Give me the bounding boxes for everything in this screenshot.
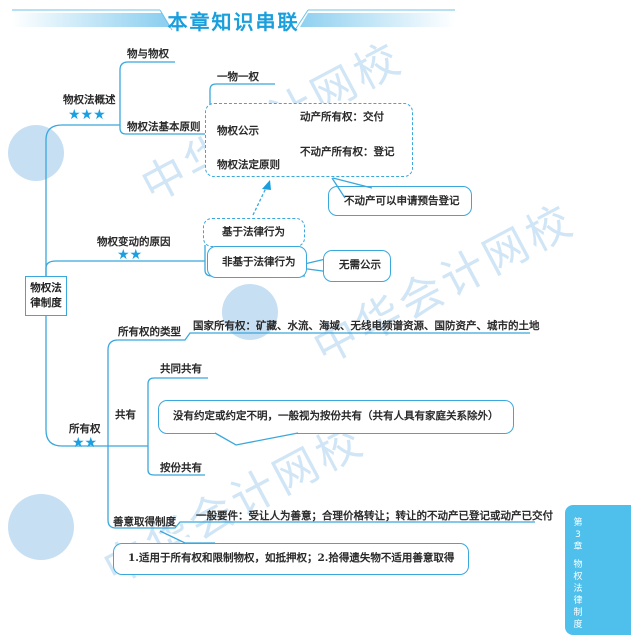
tab-char: 3 (575, 530, 581, 540)
callout-no-publicity-text: 无需公示 (339, 259, 381, 271)
chapter-tab: 第 3 章 物 权 法 律 制 度 (565, 505, 631, 635)
node-co-ownership: 共有 (115, 409, 136, 421)
watermark-logo-icon (222, 284, 278, 340)
page-title: 本章知识串联 (167, 10, 300, 34)
callout-good-faith (113, 543, 469, 575)
root-label-line1: 物权法 (30, 282, 62, 294)
node-legal-act: 基于法律行为 (222, 226, 285, 238)
node-share-ownership: 按份共有 (160, 462, 202, 474)
node-thing-and-right: 物与物权 (127, 48, 169, 60)
importance-stars: ★★★ (68, 107, 106, 123)
callout-preregistration (328, 186, 472, 216)
non-legal-act-box (207, 246, 307, 278)
watermark-logo-icon (8, 494, 74, 560)
tab-char: 第 (573, 518, 583, 528)
node-movable: 动产所有权：交付 (300, 111, 384, 123)
watermark-logo-icon (8, 125, 64, 181)
node-one-thing-one-right: 一物一权 (217, 71, 259, 83)
node-overview: 物权法概述 (63, 94, 116, 106)
tab-char: 度 (573, 620, 583, 630)
good-faith-value: 一般要件：受让人为善意；合理价格转让；转让的不动产已登记或动产已交付 (196, 510, 553, 522)
node-change-causes: 物权变动的原因 (97, 236, 171, 248)
node-publicity: 物权公示 (217, 125, 259, 137)
callout-good-faith-text: 1.适用于所有权和限制物权，如抵押权；2.拾得遗失物不适用善意取得 (128, 552, 455, 564)
tab-char: 权 (573, 572, 583, 582)
node-non-legal-act: 非基于法律行为 (222, 256, 296, 268)
node-good-faith: 善意取得制度 (113, 516, 176, 528)
importance-stars: ★★ (117, 247, 143, 263)
node-statutory: 物权法定原则 (217, 159, 280, 171)
tab-char: 制 (573, 608, 583, 618)
ownership-types-value: 国家所有权：矿藏、水流、海域、无线电频谱资源、国防资产、城市的土地 (193, 320, 540, 332)
tab-char: 章 (573, 542, 583, 552)
importance-stars: ★★ (72, 435, 98, 451)
node-basic-principles: 物权法基本原则 (127, 121, 201, 133)
node-ownership-types: 所有权的类型 (118, 326, 181, 338)
tab-char: 物 (573, 560, 583, 570)
node-immovable: 不动产所有权：登记 (300, 146, 395, 158)
callout-co-ownership (158, 400, 514, 434)
header-banner: 本章知识串联 (0, 0, 631, 40)
root-label-line2: 律制度 (30, 297, 62, 309)
tab-char: 法 (573, 584, 583, 594)
tab-char: 律 (573, 596, 583, 606)
callout-no-publicity (323, 250, 391, 282)
callout-preregistration-text: 不动产可以申请预告登记 (344, 195, 460, 207)
principles-group (205, 103, 413, 177)
callout-co-ownership-text: 没有约定或约定不明，一般视为按份共有（共有人具有家庭关系除外） (173, 410, 499, 422)
node-ownership: 所有权 (69, 423, 101, 435)
root-node: 物权法 律制度 (25, 276, 67, 316)
node-joint-ownership: 共同共有 (160, 363, 202, 375)
